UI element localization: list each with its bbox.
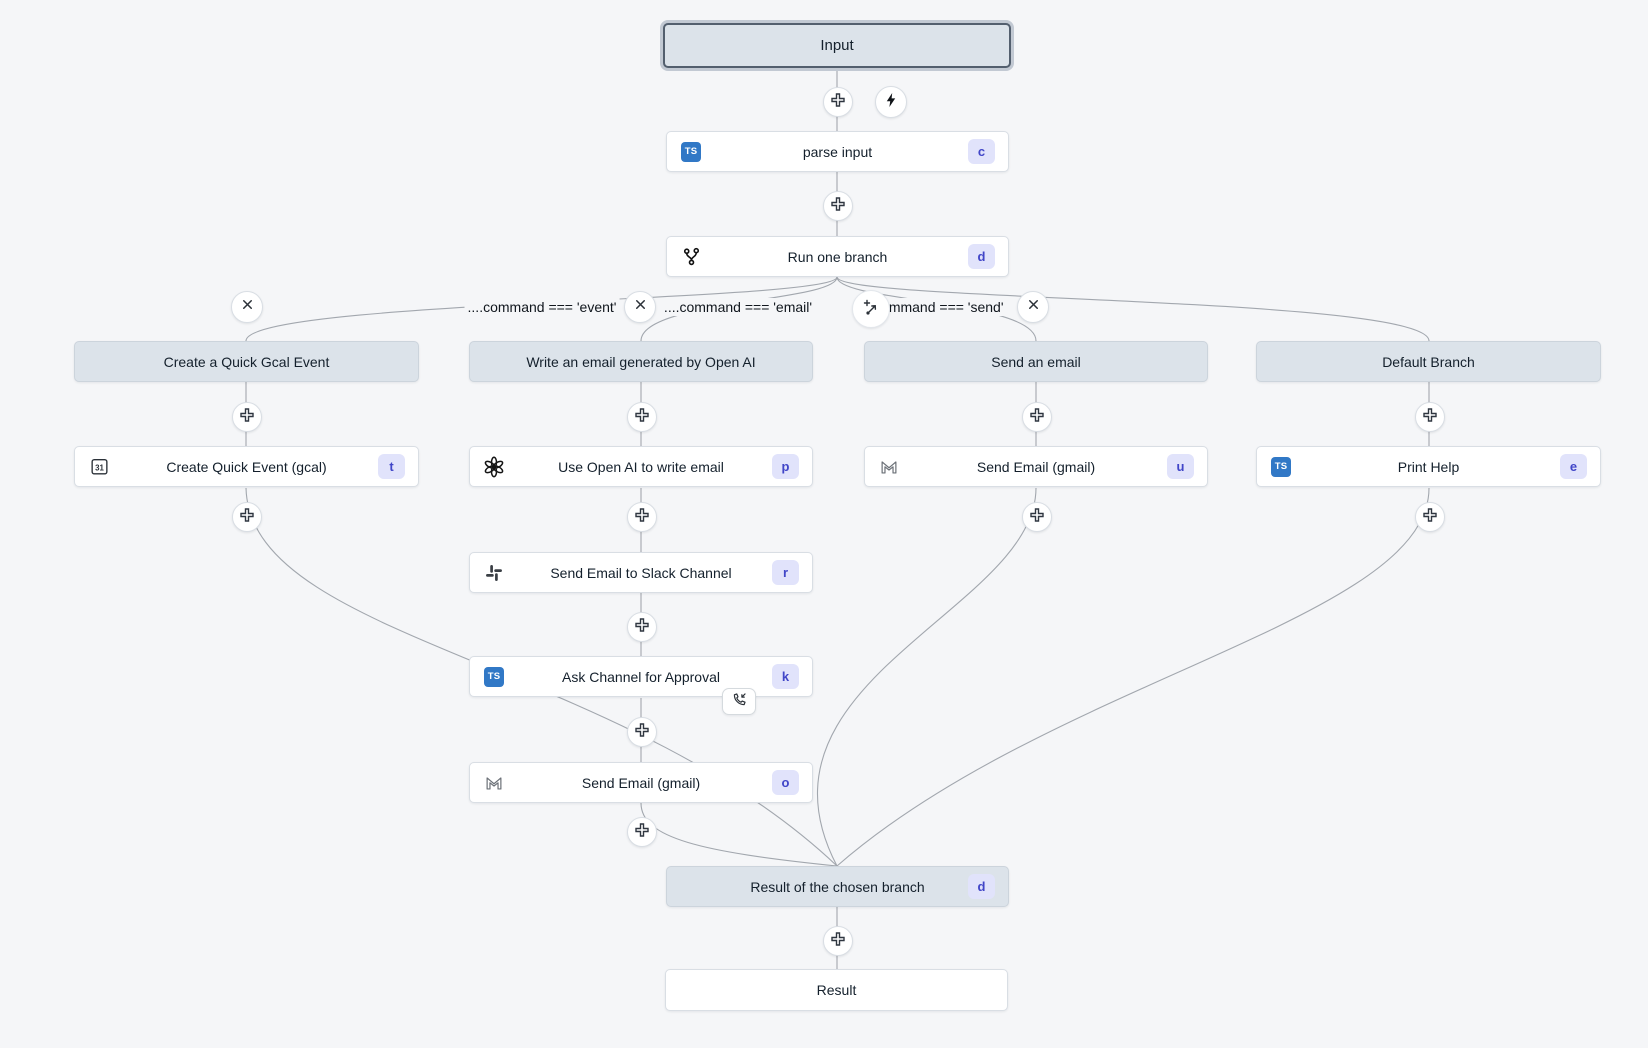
shortcut-badge: c: [968, 139, 995, 164]
step-node-gmail[interactable]: Send Email (gmail) u: [864, 446, 1208, 487]
add-step-button[interactable]: [1415, 502, 1445, 532]
step-label: Run one branch: [787, 248, 888, 265]
step-label: Send Email (gmail): [976, 458, 1096, 475]
branch-icon: [680, 246, 702, 268]
step-node-approval[interactable]: TS Ask Channel for Approval k: [469, 656, 813, 697]
step-node-gcal[interactable]: 31 Create Quick Event (gcal) t: [74, 446, 419, 487]
step-node-slack[interactable]: Send Email to Slack Channel r: [469, 552, 813, 593]
add-branch-icon: [862, 298, 880, 321]
branch-title: Default Branch: [1382, 353, 1475, 370]
step-node-parse-input[interactable]: TS parse input c: [666, 131, 1009, 172]
branch-header[interactable]: Send an email: [864, 341, 1208, 382]
plus-icon: [239, 507, 255, 528]
plus-icon: [634, 822, 650, 843]
gmail-icon: [878, 456, 900, 478]
add-step-button[interactable]: [823, 191, 853, 221]
add-step-button[interactable]: [823, 87, 853, 117]
plus-icon: [634, 722, 650, 743]
plus-icon: [830, 196, 846, 217]
input-node-label: Input: [820, 37, 854, 54]
result-node[interactable]: Result: [665, 969, 1008, 1011]
plus-icon: [830, 931, 846, 952]
delete-branch-button[interactable]: [231, 291, 263, 323]
step-label: Print Help: [1397, 458, 1460, 475]
step-label: Result of the chosen branch: [750, 878, 925, 895]
lightning-icon: [883, 92, 899, 113]
add-step-button[interactable]: [823, 926, 853, 956]
branch-condition-label: ....command === 'email': [660, 298, 816, 316]
plus-icon: [1029, 507, 1045, 528]
phone-incoming-icon: [731, 691, 748, 713]
add-step-button[interactable]: [232, 502, 262, 532]
plus-icon: [634, 407, 650, 428]
add-step-button[interactable]: [627, 402, 657, 432]
step-label: parse input: [802, 143, 873, 160]
step-node-openai[interactable]: Use Open AI to write email p: [469, 446, 813, 487]
branch-title: Create a Quick Gcal Event: [163, 353, 330, 370]
calendar-icon: 31: [88, 456, 110, 478]
plus-icon: [634, 617, 650, 638]
openai-icon: [483, 456, 505, 478]
add-branch-button[interactable]: [852, 290, 890, 328]
branch-header[interactable]: Create a Quick Gcal Event: [74, 341, 419, 382]
step-label: Create Quick Event (gcal): [166, 458, 327, 475]
close-icon: [1026, 297, 1041, 317]
delete-branch-button[interactable]: [1017, 291, 1049, 323]
shortcut-badge: d: [968, 874, 995, 899]
run-trigger-button[interactable]: [875, 86, 907, 118]
close-icon: [633, 297, 648, 317]
branch-condition-label: ....command === 'event': [464, 298, 620, 316]
plus-icon: [1422, 507, 1438, 528]
add-step-button[interactable]: [1022, 502, 1052, 532]
step-label: Use Open AI to write email: [558, 458, 724, 475]
svg-text:31: 31: [95, 463, 104, 472]
shortcut-badge: k: [772, 664, 799, 689]
shortcut-badge: u: [1167, 454, 1194, 479]
step-label: Send Email to Slack Channel: [550, 564, 732, 581]
typescript-icon: TS: [681, 141, 701, 162]
suspend-approval-badge[interactable]: [722, 688, 756, 715]
typescript-icon: TS: [484, 666, 504, 687]
shortcut-badge: o: [772, 770, 799, 795]
shortcut-badge: p: [772, 454, 799, 479]
branch-title: Send an email: [991, 353, 1081, 370]
input-node[interactable]: Input: [663, 23, 1011, 68]
plus-icon: [830, 92, 846, 113]
add-step-button[interactable]: [232, 402, 262, 432]
delete-branch-button[interactable]: [624, 291, 656, 323]
branch-condition-label: ....command === 'send': [855, 298, 1007, 316]
shortcut-badge: e: [1560, 454, 1587, 479]
gmail-icon: [483, 772, 505, 794]
branch-result-node[interactable]: Result of the chosen branch d: [666, 866, 1009, 907]
add-step-button[interactable]: [627, 717, 657, 747]
slack-icon: [483, 562, 505, 584]
step-label: Ask Channel for Approval: [562, 668, 720, 685]
add-step-button[interactable]: [627, 502, 657, 532]
add-step-button[interactable]: [627, 612, 657, 642]
step-node-gmail[interactable]: Send Email (gmail) o: [469, 762, 813, 803]
plus-icon: [1422, 407, 1438, 428]
step-label: Send Email (gmail): [581, 774, 701, 791]
branch-title: Write an email generated by Open AI: [526, 353, 756, 370]
plus-icon: [634, 507, 650, 528]
add-step-button[interactable]: [1022, 402, 1052, 432]
add-step-button[interactable]: [1415, 402, 1445, 432]
typescript-icon: TS: [1271, 456, 1291, 477]
plus-icon: [239, 407, 255, 428]
close-icon: [240, 297, 255, 317]
shortcut-badge: t: [378, 454, 405, 479]
branch-header[interactable]: Write an email generated by Open AI: [469, 341, 813, 382]
shortcut-badge: d: [968, 244, 995, 269]
step-node-print-help[interactable]: TS Print Help e: [1256, 446, 1601, 487]
branch-runner-node[interactable]: Run one branch d: [666, 236, 1009, 277]
add-step-button[interactable]: [627, 817, 657, 847]
shortcut-badge: r: [772, 560, 799, 585]
branch-header[interactable]: Default Branch: [1256, 341, 1601, 382]
result-node-label: Result: [816, 982, 857, 998]
plus-icon: [1029, 407, 1045, 428]
